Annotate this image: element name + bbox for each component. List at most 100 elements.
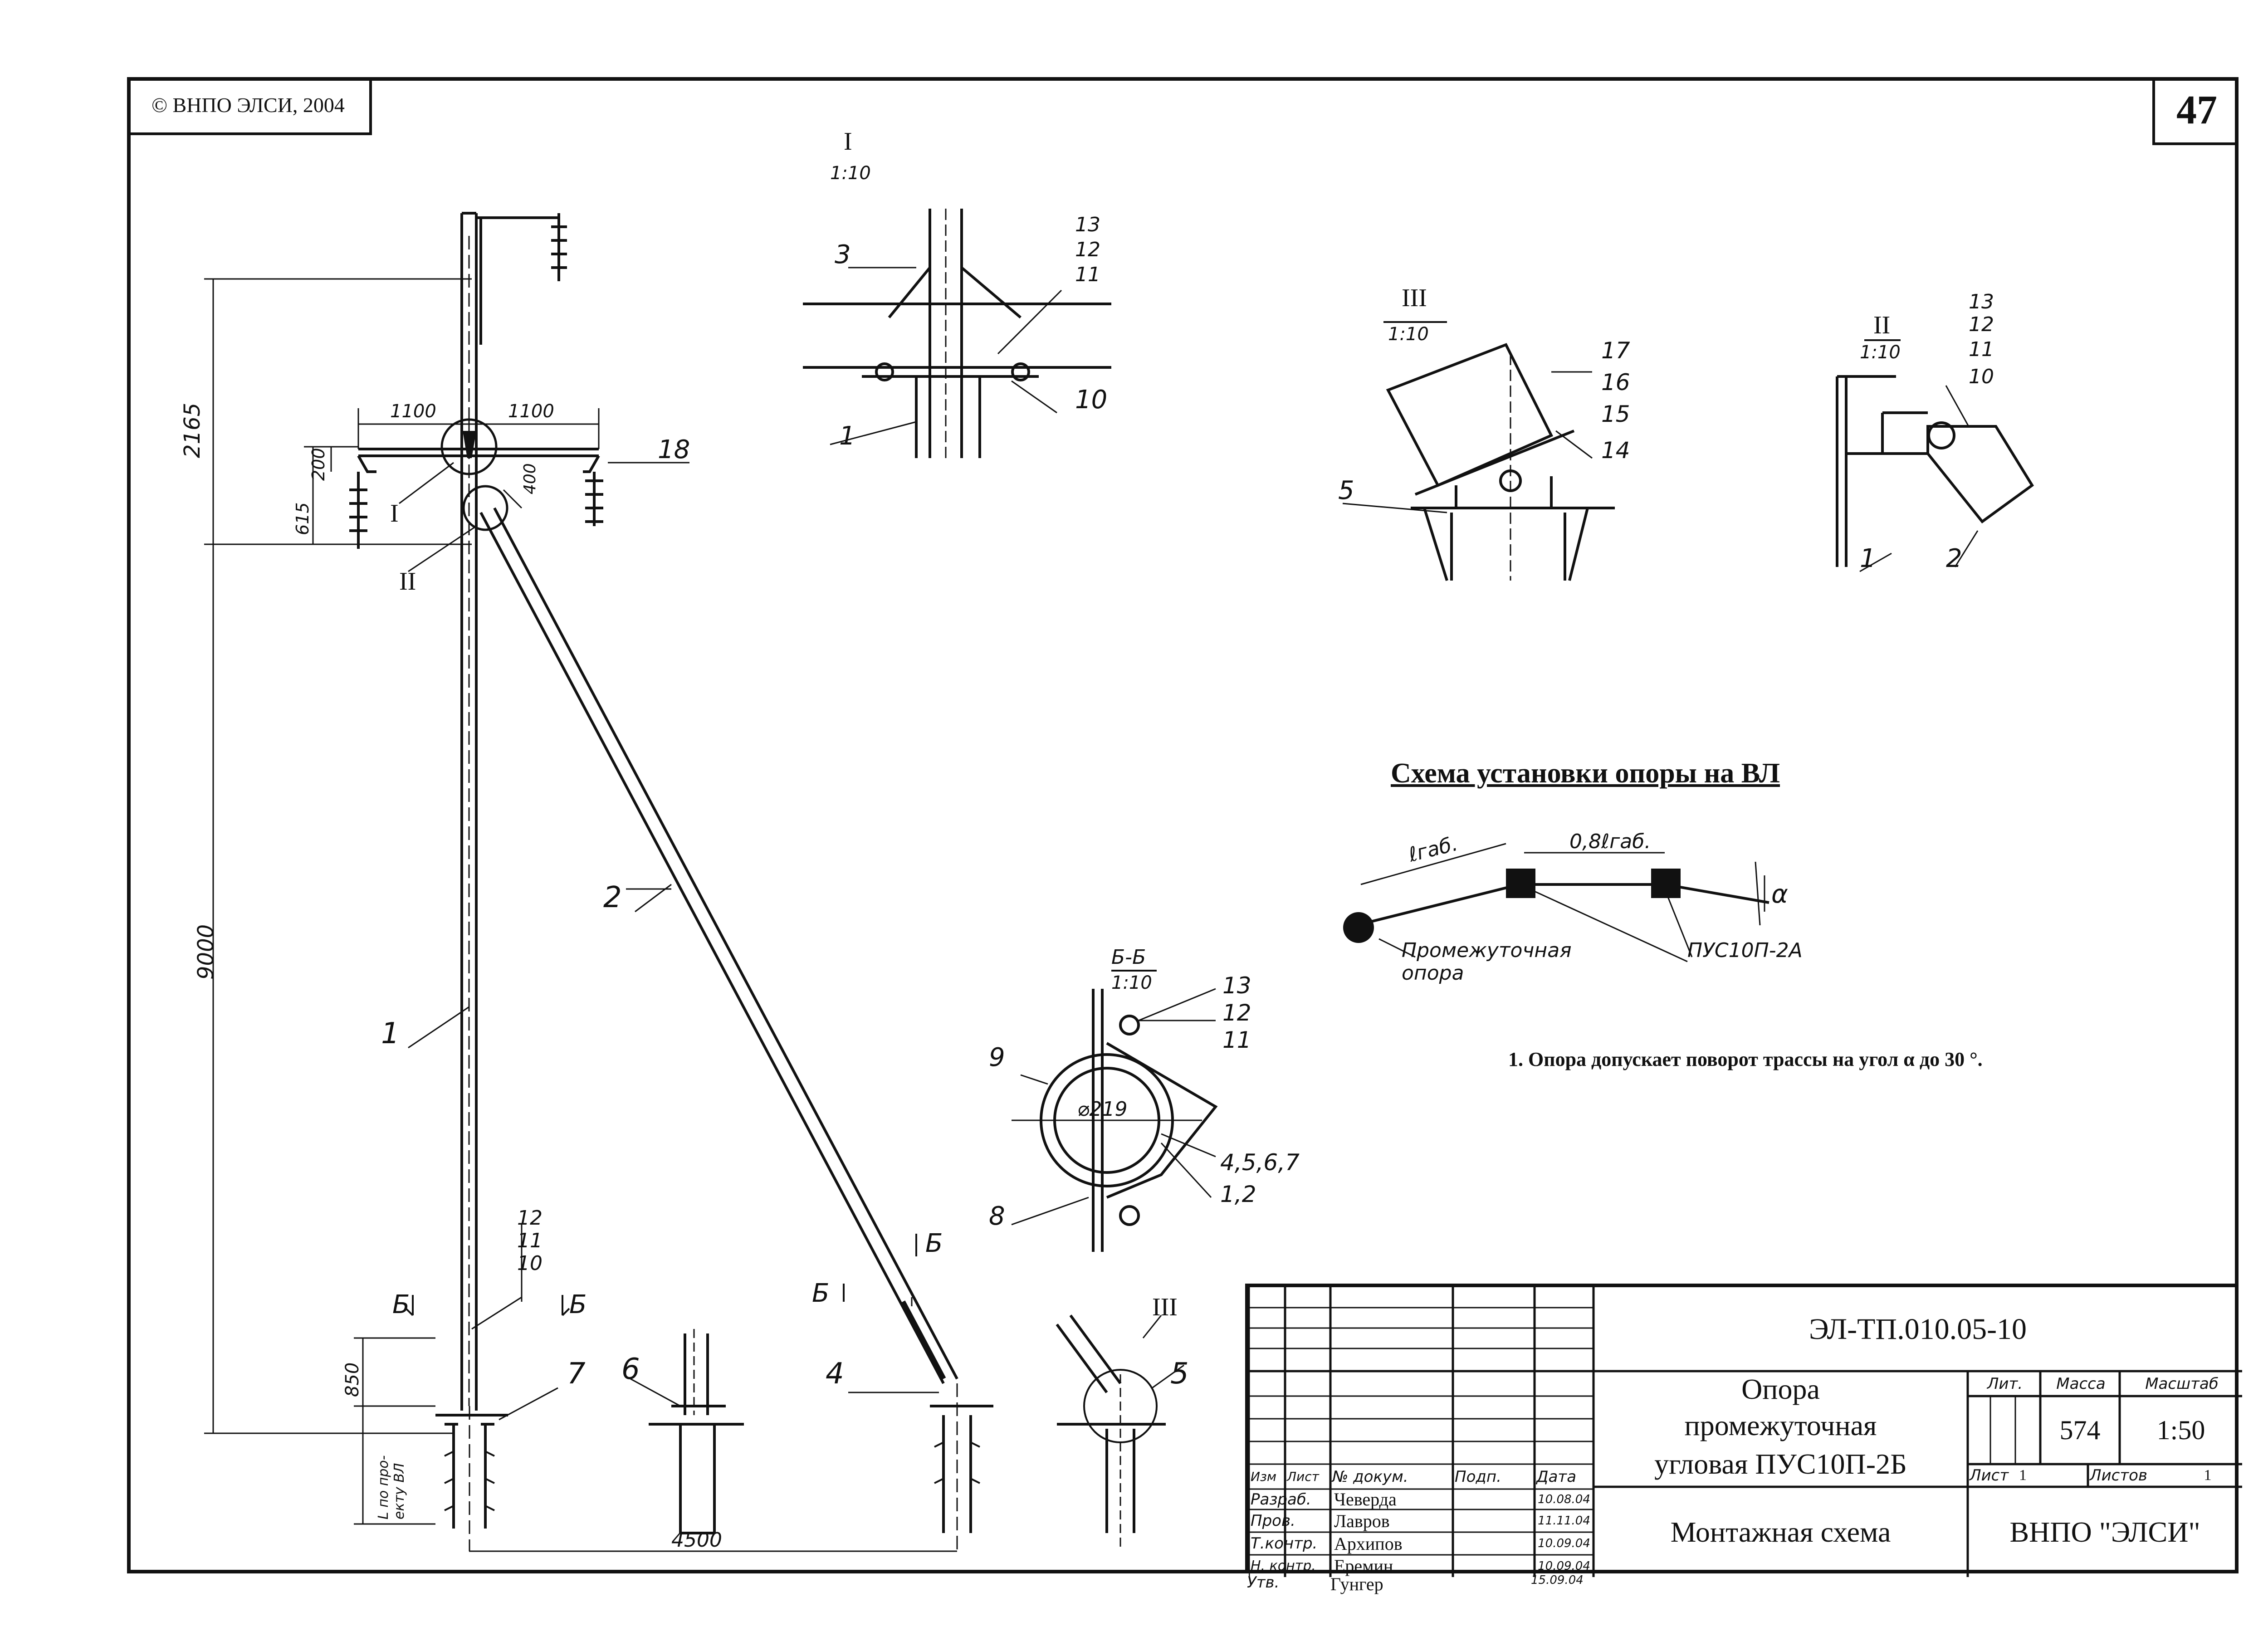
section-BB-callout-11: 11: [1222, 1027, 1251, 1053]
scale-value: 1:50: [2156, 1415, 2205, 1445]
foundation-pole: [444, 1406, 495, 1551]
role-prov: Пров.: [1251, 1512, 1295, 1530]
scheme-pus-pole-1-icon: [1506, 869, 1535, 898]
cut-markers-BB: [405, 1234, 917, 1316]
scheme-drawing: [1356, 843, 1769, 962]
note-text: 1. Опора допускает поворот трассы на уго…: [1508, 1048, 1983, 1070]
scheme-pus-label: ПУС10П-2А: [1687, 939, 1803, 962]
dim-2165: 2165: [180, 403, 205, 458]
role-razrab: Разраб.: [1251, 1490, 1311, 1509]
detail-I-callout-12: 12: [1075, 238, 1100, 261]
detail-III-drawing: [1342, 321, 1615, 581]
detail-I-callout-1: 1: [839, 421, 855, 451]
section-BB-drawing: [1011, 970, 1218, 1252]
brace: [479, 507, 958, 1384]
scheme-intermediate-pole-icon: [1343, 912, 1374, 943]
dim-400: 400: [521, 463, 539, 494]
detail-III-callout-15: 15: [1601, 401, 1630, 427]
pole: [460, 212, 478, 1411]
section-BB-scale: 1:10: [1111, 972, 1152, 993]
name-prov: Лавров: [1334, 1510, 1390, 1531]
name-line-3: угловая ПУС10П-2Б: [1654, 1448, 1907, 1480]
detail-I-title: I: [844, 127, 852, 156]
date-nkontr: 10.09.04: [1538, 1559, 1590, 1573]
dim-9000: 9000: [193, 924, 219, 980]
node-circle-II: [462, 485, 508, 531]
detail-III-callout-16: 16: [1601, 369, 1630, 396]
detail-II-title: II: [1873, 311, 1890, 339]
drawing-frame: [127, 77, 2239, 1573]
hdr-list: Лист: [1287, 1469, 1319, 1484]
section-BB-callout-12b: 1,2: [1220, 1181, 1256, 1207]
role-utv: Утв.: [1247, 1573, 1280, 1592]
insulator-top: [551, 213, 567, 281]
callout-6: 6: [621, 1353, 640, 1386]
section-BB-callout-4567: 4,5,6,7: [1220, 1149, 1300, 1176]
cut-label-b-4: Б: [925, 1229, 943, 1258]
detail-I-callout-10: 10: [1075, 385, 1107, 415]
name-line-1: Опора: [1741, 1373, 1820, 1405]
copyright-stamp: © ВНПО ЭЛСИ, 2004: [127, 77, 372, 135]
dim-615: 615: [293, 502, 313, 535]
dim-200: 200: [308, 448, 328, 481]
detail-III-callout-5: 5: [1338, 476, 1354, 505]
sheets-label: Листов: [2090, 1466, 2148, 1485]
hdr-scale: Масштаб: [2145, 1374, 2219, 1393]
dim-1100-right: 1100: [508, 401, 554, 422]
section-BB-callout-12: 12: [1222, 1000, 1251, 1026]
scheme-title: Схема установки опоры на ВЛ: [1390, 758, 1780, 789]
detail-I-callout-11: 11: [1075, 263, 1100, 286]
detail-II-callout-10: 10: [1969, 365, 1994, 388]
mass-value: 574: [2059, 1415, 2101, 1445]
hdr-sign: Подп.: [1455, 1467, 1501, 1486]
hdr-mass: Масса: [2056, 1374, 2106, 1393]
dim-embed-2: екту ВЛ: [391, 1463, 407, 1519]
node-label-I: I: [390, 499, 399, 528]
name-line-2: промежуточная: [1684, 1409, 1877, 1441]
detail-III-title: III: [1402, 284, 1427, 312]
cut-label-b-3: Б: [812, 1279, 829, 1308]
section-BB-callout-9: 9: [989, 1043, 1005, 1072]
detail-II-callout-2: 2: [1946, 544, 1962, 573]
scheme-alpha: α: [1771, 879, 1788, 909]
callout-5: 5: [1170, 1357, 1189, 1391]
date-tkontr: 10.09.04: [1538, 1537, 1590, 1550]
node-label-III: III: [1152, 1293, 1178, 1321]
hdr-izm: Изм: [1251, 1469, 1276, 1484]
section-BB-title: Б-Б: [1111, 946, 1146, 969]
detail-II-scale: 1:10: [1860, 342, 1901, 363]
detail-III-callout-14: 14: [1601, 437, 1630, 464]
detail-I-callout-13: 13: [1075, 213, 1100, 236]
callout-11: 11: [517, 1229, 543, 1252]
callout-1: 1: [381, 1017, 400, 1050]
role-tkontr: Т.контр.: [1251, 1534, 1318, 1553]
crossarm: [357, 448, 600, 473]
detail-II-callout-11: 11: [1969, 338, 1994, 361]
detail-I-callout-3: 3: [835, 240, 851, 269]
callout-10: 10: [517, 1252, 543, 1275]
foundation-brace: [930, 1383, 993, 1551]
role-nkontr: Н. контр.: [1251, 1558, 1316, 1574]
dimension-lines: [204, 278, 957, 1552]
node-label-II: II: [399, 567, 416, 596]
dim-850: 850: [342, 1363, 363, 1397]
hdr-lit: Лит.: [1987, 1374, 2023, 1393]
dim-4500: 4500: [671, 1529, 722, 1552]
detail-II-callout-1: 1: [1860, 544, 1876, 573]
cut-label-b-2: Б: [569, 1290, 587, 1319]
detail-III-scale: 1:10: [1388, 324, 1429, 345]
detail-I-scale: 1:10: [830, 163, 871, 184]
hdr-date: Дата: [1536, 1467, 1577, 1486]
detail-III-callout-17: 17: [1601, 337, 1630, 364]
callout-18: 18: [658, 435, 690, 464]
sheet-label: Лист: [1970, 1466, 2009, 1485]
section-BB-diameter: ⌀219: [1077, 1098, 1127, 1121]
name-razrab: Чеверда: [1334, 1489, 1397, 1509]
hdr-doc: № докум.: [1332, 1467, 1408, 1486]
insulator-left: [349, 472, 367, 549]
scheme-intermediate-1: Промежуточная: [1402, 939, 1572, 962]
date-utv: 15.09.04: [1531, 1573, 1584, 1587]
doc-code: ЭЛ-ТП.010.05-10: [1809, 1312, 2027, 1346]
name-tkontr: Архипов: [1334, 1533, 1403, 1554]
